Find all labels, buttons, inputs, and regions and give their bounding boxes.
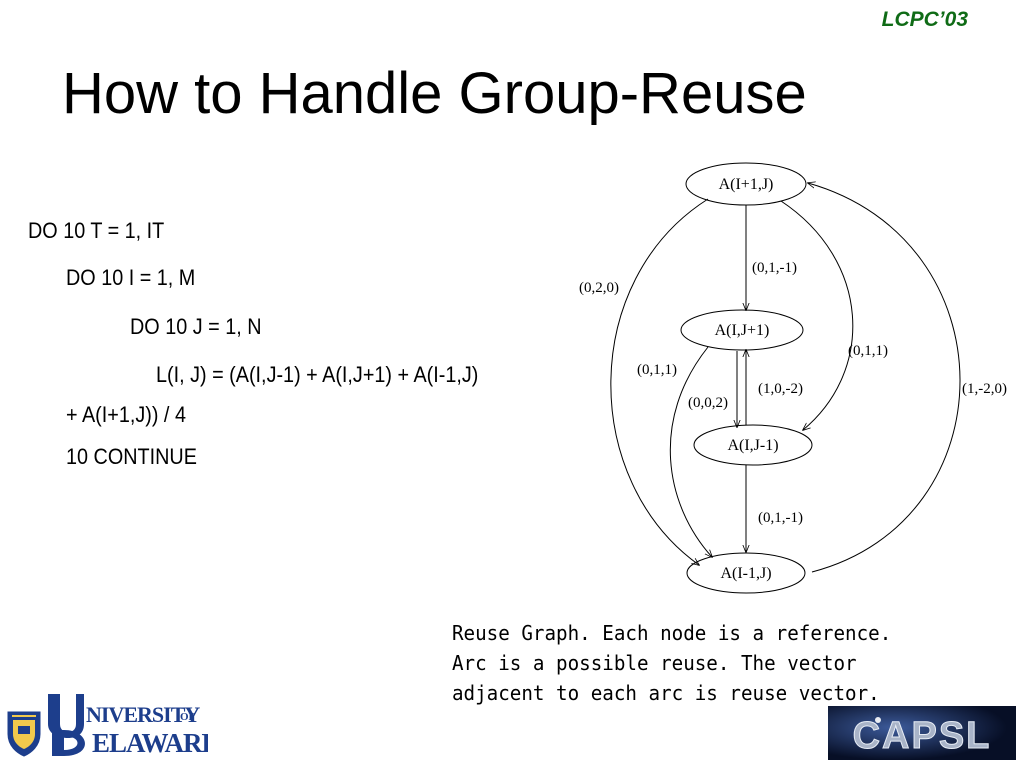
caption-line: adjacent to each arc is reuse vector. — [452, 681, 880, 705]
graph-edge — [808, 183, 961, 573]
edge-label: (0,1,-1) — [752, 260, 797, 276]
code-line: DO 10 I = 1, M — [66, 265, 196, 290]
caption-line: Reuse Graph. Each node is a reference. — [452, 621, 892, 645]
shield-icon — [7, 711, 41, 757]
edge-label: (1,-2,0) — [962, 381, 1007, 397]
svg-text:CAPSL: CAPSL — [853, 715, 992, 757]
edge-label: (1,0,-2) — [758, 381, 803, 397]
svg-text:A(I,J-1): A(I,J-1) — [727, 437, 778, 454]
conference-label: LCPC’03 — [881, 8, 968, 31]
svg-text:OF: OF — [180, 711, 196, 723]
edge-label: (0,1,-1) — [758, 510, 803, 526]
slide-title: How to Handle Group-Reuse — [62, 61, 807, 126]
code-line: + A(I+1,J)) / 4 — [66, 402, 186, 427]
graph-node: A(I,J-1) — [693, 424, 813, 466]
code-line: DO 10 J = 1, N — [130, 314, 262, 339]
graph-edge — [610, 198, 709, 565]
edge-label: (0,0,2) — [688, 395, 728, 411]
graph-caption: Reuse Graph. Each node is a reference. A… — [452, 618, 913, 708]
graph-node: A(I-1,J) — [686, 552, 806, 594]
edge-label: (0,1,1) — [637, 362, 677, 378]
svg-text:NIVERSITY: NIVERSITY — [86, 702, 200, 727]
edge-label: (0,1,1) — [848, 343, 888, 359]
edge-label: (0,2,0) — [579, 280, 619, 296]
caption-line: Arc is a possible reuse. The vector — [452, 651, 857, 675]
graph-node: A(I,J+1) — [680, 309, 804, 351]
graph-edge — [669, 346, 712, 557]
svg-text:A(I-1,J): A(I-1,J) — [720, 565, 771, 582]
svg-text:ELAWARE: ELAWARE — [92, 728, 208, 758]
svg-text:A(I,J+1): A(I,J+1) — [715, 322, 770, 339]
svg-text:A(I+1,J): A(I+1,J) — [719, 176, 774, 193]
graph-edge — [780, 200, 854, 430]
capsl-logo: CAPSL — [828, 706, 1016, 760]
code-line: L(I, J) = (A(I,J-1) + A(I,J+1) + A(I-1,J… — [156, 362, 479, 387]
graph-node: A(I+1,J) — [685, 162, 807, 206]
code-line: DO 10 T = 1, IT — [28, 218, 165, 243]
reuse-graph: A(I+1,J) A(I,J+1) A(I,J-1) A(I-1,J) (0,1… — [579, 162, 1007, 594]
university-logo: NIVERSITY OF ELAWARE — [7, 694, 208, 758]
code-line: 10 CONTINUE — [66, 444, 197, 469]
